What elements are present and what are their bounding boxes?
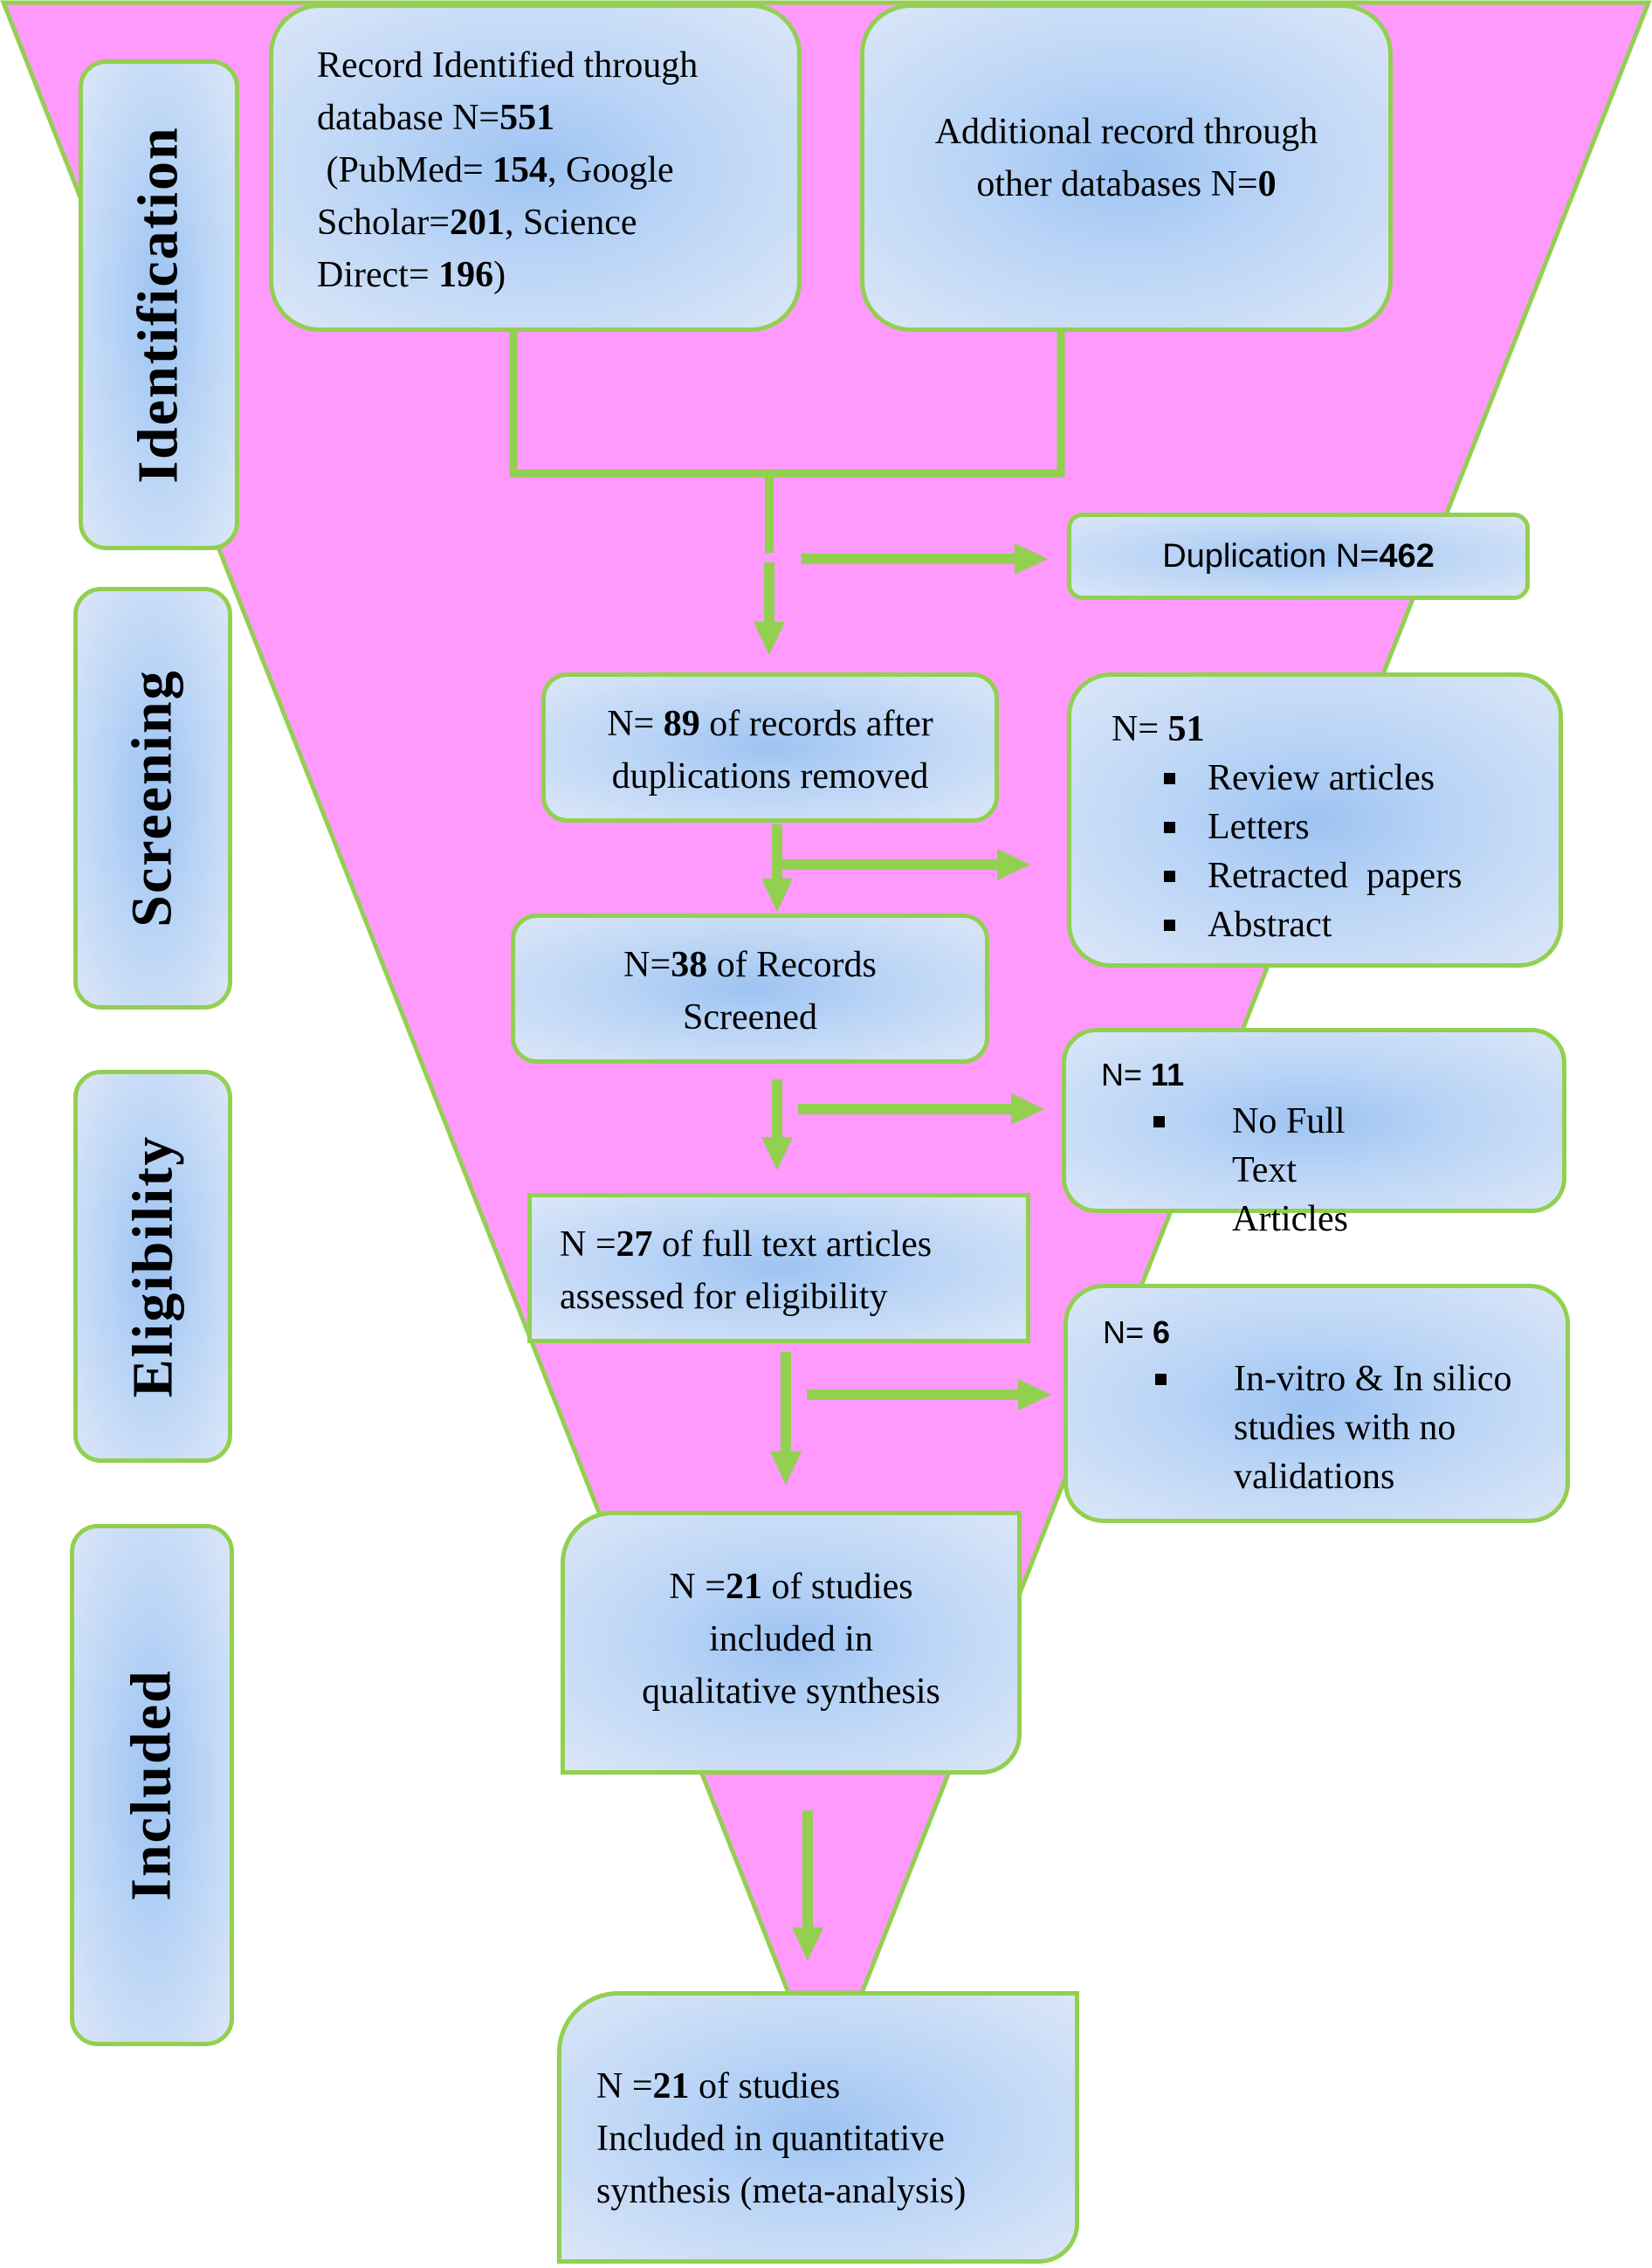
- text-line: N =21 of studies: [669, 1567, 913, 1607]
- text-line: Direct= 196): [317, 255, 506, 295]
- arrows: [754, 476, 1051, 1961]
- excluded-fulltext-box: N= 11 No Full Text Articles: [1062, 1028, 1566, 1239]
- arrow-to-full-text-head: [761, 1137, 793, 1170]
- text-line: Record Identified through: [317, 45, 699, 86]
- exclusion-reasons: In-vitro & In silico studies with no val…: [1103, 1355, 1548, 1501]
- arrow-to-excluded-eligibility-shaft: [807, 1389, 1020, 1400]
- list-item: No Full Text Articles: [1101, 1097, 1389, 1244]
- full-text-assessed-box: N =27 of full text articles assessed for…: [527, 1193, 1030, 1343]
- arrow-to-qualitative-shaft: [781, 1352, 791, 1453]
- exclusion-reasons: No Full Text Articles: [1101, 1097, 1389, 1244]
- list-item: Retracted papers: [1112, 851, 1559, 900]
- additional-records-box: Additional record through other database…: [860, 3, 1393, 332]
- arrow-to-duplication-head: [1015, 543, 1048, 575]
- arrow-to-excluded-screening-head: [997, 849, 1030, 880]
- qualitative-synthesis-box: N =21 of studies included in qualitative…: [561, 1511, 1022, 1775]
- text-line: assessed for eligibility: [560, 1277, 888, 1317]
- text-line: qualitative synthesis: [642, 1672, 940, 1712]
- text-line: database N=551: [317, 98, 555, 138]
- count: N= 11: [1101, 1057, 1185, 1093]
- text-line: (PubMed= 154, Google: [317, 150, 674, 190]
- arrow-to-quantitative-head: [792, 1927, 823, 1961]
- text-line: N= 89 of records after: [607, 704, 933, 744]
- arrow-to-excluded-screening-shaft: [782, 859, 999, 870]
- duplication-box: Duplication N=462: [1067, 513, 1530, 600]
- arrow-to-excluded-fulltext-head: [1011, 1093, 1044, 1125]
- phase-label: Included: [120, 1669, 183, 1901]
- text-line: synthesis (meta-analysis): [596, 2171, 967, 2211]
- phase-screening: Screening: [73, 587, 232, 1010]
- phase-label: Screening: [120, 669, 185, 927]
- quantitative-synthesis-box: N =21 of studies Included in quantitativ…: [557, 1991, 1079, 2264]
- list-item: Review articles: [1112, 754, 1559, 803]
- arrow-to-excluded-fulltext-shaft: [798, 1104, 1013, 1114]
- merge-connector: [509, 332, 1065, 478]
- arrow-to-excluded-eligibility-head: [1018, 1379, 1051, 1410]
- phase-label: Eligibility: [120, 1134, 185, 1398]
- phase-label: Identification: [127, 126, 190, 484]
- list-item: Letters: [1112, 803, 1559, 851]
- after-duplicates-box: N= 89 of records after duplications remo…: [541, 672, 999, 823]
- text-line: Included in quantitative: [596, 2119, 945, 2159]
- list-item: Abstract: [1112, 900, 1559, 949]
- count: N= 51: [1112, 709, 1205, 749]
- text-line: Scholar=201, Science: [317, 203, 637, 243]
- arrow-to-qualitative-head: [770, 1451, 802, 1485]
- phase-included: Included: [70, 1524, 234, 2046]
- phase-eligibility: Eligibility: [73, 1070, 232, 1463]
- arrow-to-full-text-shaft: [772, 1079, 782, 1139]
- excluded-screening-box: N= 51 Review articles Letters Retracted …: [1067, 672, 1563, 968]
- text-line: other databases N=0: [976, 164, 1277, 204]
- arrow-to-quantitative-shaft: [802, 1810, 813, 1929]
- text-line: Screened: [683, 997, 817, 1037]
- text-line: duplications removed: [611, 756, 929, 796]
- arrow-to-records-screened-head: [761, 879, 793, 912]
- database-records-box: Record Identified through database N=551…: [269, 3, 802, 332]
- text-line: N=38 of Records: [623, 945, 877, 985]
- excluded-eligibility-box: N= 6 In-vitro & In silico studies with n…: [1063, 1284, 1570, 1523]
- arrow-to-after-duplicates-shaft: [764, 562, 774, 624]
- exclusion-reasons: Review articles Letters Retracted papers…: [1112, 754, 1559, 949]
- text-line: included in: [709, 1619, 873, 1659]
- text-line: Additional record through: [934, 112, 1318, 152]
- arrow-to-records-screened-shaft: [772, 824, 782, 880]
- merge-stem: [765, 476, 774, 553]
- phase-identification: Identification: [79, 59, 239, 550]
- records-screened-box: N=38 of Records Screened: [511, 913, 989, 1064]
- list-item: In-vitro & In silico studies with no val…: [1103, 1355, 1548, 1501]
- arrow-to-after-duplicates-head: [754, 622, 785, 655]
- text-line: N =27 of full text articles: [560, 1224, 933, 1265]
- arrow-to-duplication-shaft: [802, 554, 1016, 564]
- count: N= 6: [1103, 1314, 1171, 1350]
- text-line: N =21 of studies: [596, 2066, 841, 2106]
